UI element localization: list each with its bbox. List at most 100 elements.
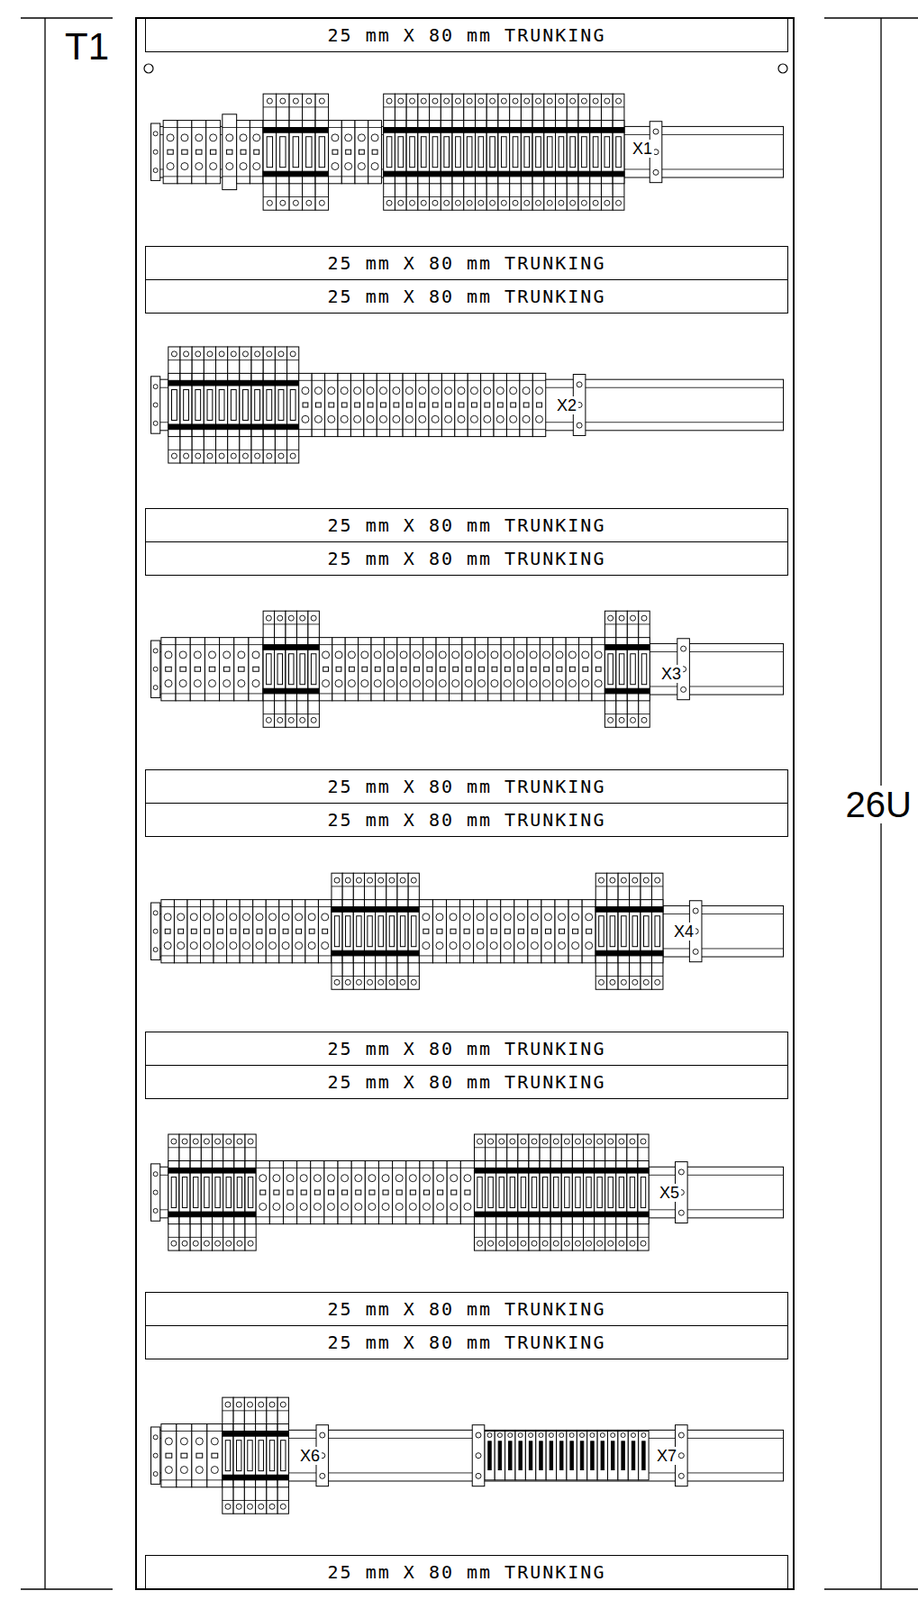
terminal-bar <box>227 380 240 386</box>
terminal-screw <box>306 199 312 206</box>
terminal-marker <box>260 1190 266 1195</box>
terminal-marker <box>369 1190 375 1195</box>
terminal-screw <box>531 1138 537 1145</box>
terminal-marker <box>181 149 188 155</box>
terminal-screw <box>367 877 373 883</box>
disconnect-terminal <box>651 872 663 990</box>
end-plate-screw <box>153 131 158 137</box>
terminal-screw <box>179 680 187 688</box>
disconnect-link <box>266 136 273 168</box>
terminal-screw <box>399 979 406 985</box>
terminal-edge <box>423 692 437 694</box>
terminal-screw <box>389 877 395 883</box>
terminal-screw <box>620 877 627 883</box>
terminal-edge <box>324 1167 338 1169</box>
relay-terminal <box>576 1431 587 1481</box>
terminal-screw <box>171 453 177 459</box>
terminal-screw <box>654 877 661 883</box>
terminal-marker <box>165 666 172 672</box>
terminal-screw <box>616 199 622 206</box>
terminal-bar <box>627 688 638 694</box>
disconnect-terminal-body <box>342 899 354 964</box>
terminal-screw <box>281 913 290 921</box>
terminal-edge <box>640 975 652 977</box>
terminal-block <box>378 1160 392 1224</box>
terminal-edge <box>287 449 300 451</box>
terminal-screw <box>522 415 530 423</box>
disconnect-terminal <box>605 1134 617 1251</box>
terminal-bar <box>590 171 602 177</box>
relay-contact <box>580 1441 583 1471</box>
terminal-edge <box>481 380 494 382</box>
terminal-block <box>591 637 605 701</box>
terminal-edge <box>406 1216 420 1218</box>
disconnect-link <box>247 1440 253 1472</box>
terminal-edge <box>263 196 276 198</box>
terminal-bar <box>627 1211 638 1218</box>
terminal-marker <box>484 402 491 408</box>
terminal-edge <box>274 623 286 625</box>
relay-contact <box>570 1441 573 1471</box>
terminal-edge <box>432 906 446 908</box>
disconnect-terminal <box>486 93 499 210</box>
terminal-screw <box>280 1503 286 1509</box>
terminal-bar <box>342 950 354 956</box>
disconnect-link <box>630 654 636 685</box>
disconnect-terminal <box>616 1134 628 1251</box>
terminal-bar <box>263 424 275 430</box>
disconnect-terminal-body <box>212 1160 224 1224</box>
terminal-block <box>291 899 306 964</box>
terminal-block <box>282 1160 297 1224</box>
disconnect-terminal-body <box>315 120 328 184</box>
terminal-edge <box>555 106 568 108</box>
terminal-strip-id: X4 <box>672 922 696 941</box>
disconnect-terminal <box>528 1134 540 1251</box>
disconnect-terminal-body <box>473 1160 485 1224</box>
terminal-bar <box>191 380 204 386</box>
disconnect-terminal-body <box>418 120 430 184</box>
terminal-screw <box>436 913 444 921</box>
terminal-screw <box>280 98 286 104</box>
terminal-edge <box>566 196 579 198</box>
terminal-screw <box>563 1240 570 1246</box>
disconnect-terminal-body <box>595 899 607 964</box>
terminal-bar <box>263 688 274 694</box>
terminal-edge <box>354 127 369 128</box>
disconnect-terminal-body <box>331 899 343 964</box>
terminal-edge <box>462 644 475 646</box>
terminal-bar <box>375 907 387 913</box>
terminal-edge <box>445 906 460 908</box>
terminal-screw <box>558 98 564 104</box>
terminal-screw <box>345 163 353 171</box>
terminal-edge <box>627 1146 638 1148</box>
dimension-line <box>824 1588 918 1590</box>
terminal-marker <box>367 402 373 408</box>
terminal-edge <box>173 954 188 956</box>
disconnect-terminal-body <box>375 899 387 964</box>
disconnect-terminal <box>578 93 591 210</box>
terminal-marker <box>282 928 289 934</box>
terminal-bar <box>651 907 663 913</box>
trunking-label: 25 mm X 80 mm TRUNKING <box>327 1037 607 1060</box>
terminal-screw <box>265 615 272 621</box>
terminal-screw <box>255 913 264 921</box>
terminal-bar <box>216 380 228 386</box>
terminal-edge <box>616 1236 628 1238</box>
terminal-edge <box>161 692 176 694</box>
terminal-edge <box>463 106 476 108</box>
disconnect-link <box>411 916 417 947</box>
terminal-marker <box>204 928 210 934</box>
terminal-edge <box>296 623 308 625</box>
terminal-edge <box>514 692 528 694</box>
disconnect-link <box>172 390 178 421</box>
disconnect-terminal <box>315 93 328 210</box>
terminal-edge <box>248 692 264 694</box>
terminal-edge <box>337 380 351 382</box>
terminal-block <box>363 372 377 437</box>
disconnect-terminal-body <box>239 372 252 437</box>
terminal-edge <box>436 644 449 646</box>
terminal-bar <box>287 424 300 430</box>
disconnect-link <box>509 1177 515 1209</box>
terminal-marker <box>238 666 245 672</box>
terminal-edge <box>408 885 419 887</box>
